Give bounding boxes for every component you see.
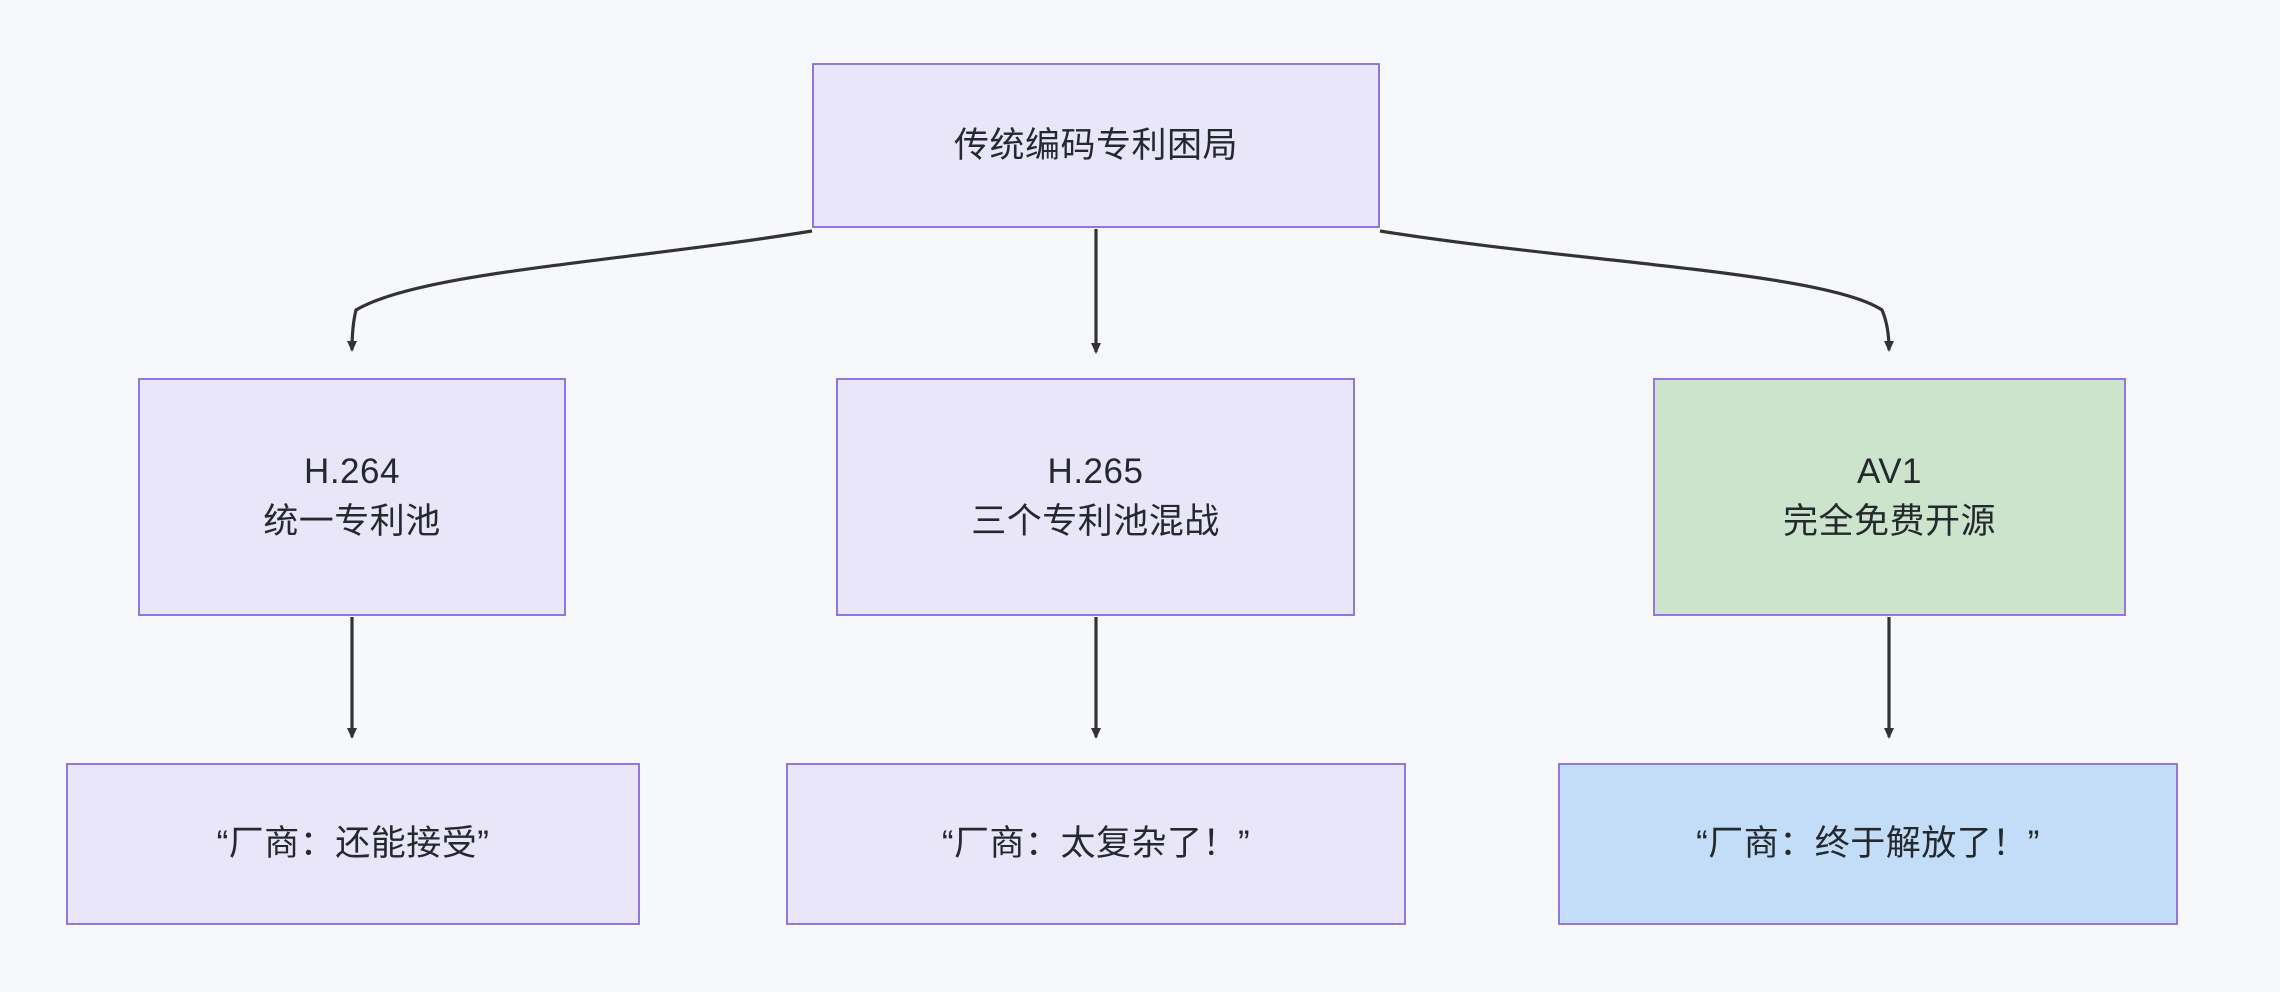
node-root-label: 传统编码专利困局 [953,125,1238,165]
node-codec-h264[interactable]: H.264 统一专利池 [138,378,566,616]
node-codec-h265-name: H.265 [1047,452,1144,492]
edge-root-to-av1 [1379,229,1894,352]
node-codec-h264-detail: 统一专利池 [263,502,441,541]
node-codec-h265-detail: 三个专利池混战 [971,502,1220,541]
node-quote-h264[interactable]: “厂商：还能接受” [66,763,640,925]
node-quote-h265[interactable]: “厂商：太复杂了！” [786,763,1406,925]
node-codec-h264-name: H.264 [304,452,400,492]
node-codec-av1[interactable]: AV1 完全免费开源 [1653,378,2126,616]
node-quote-av1-label: “厂商：终于解放了！” [1696,824,2040,864]
node-codec-av1-detail: 完全免费开源 [1782,502,1996,541]
node-quote-h265-label: “厂商：太复杂了！” [941,824,1251,864]
node-codec-h265[interactable]: H.265 三个专利池混战 [836,378,1355,616]
node-quote-av1[interactable]: “厂商：终于解放了！” [1558,763,2178,925]
node-root-patent-dilemma[interactable]: 传统编码专利困局 [812,63,1380,228]
edge-root-to-h264 [347,229,813,352]
node-codec-av1-name: AV1 [1856,452,1923,492]
node-quote-h264-label: “厂商：还能接受” [216,824,490,864]
